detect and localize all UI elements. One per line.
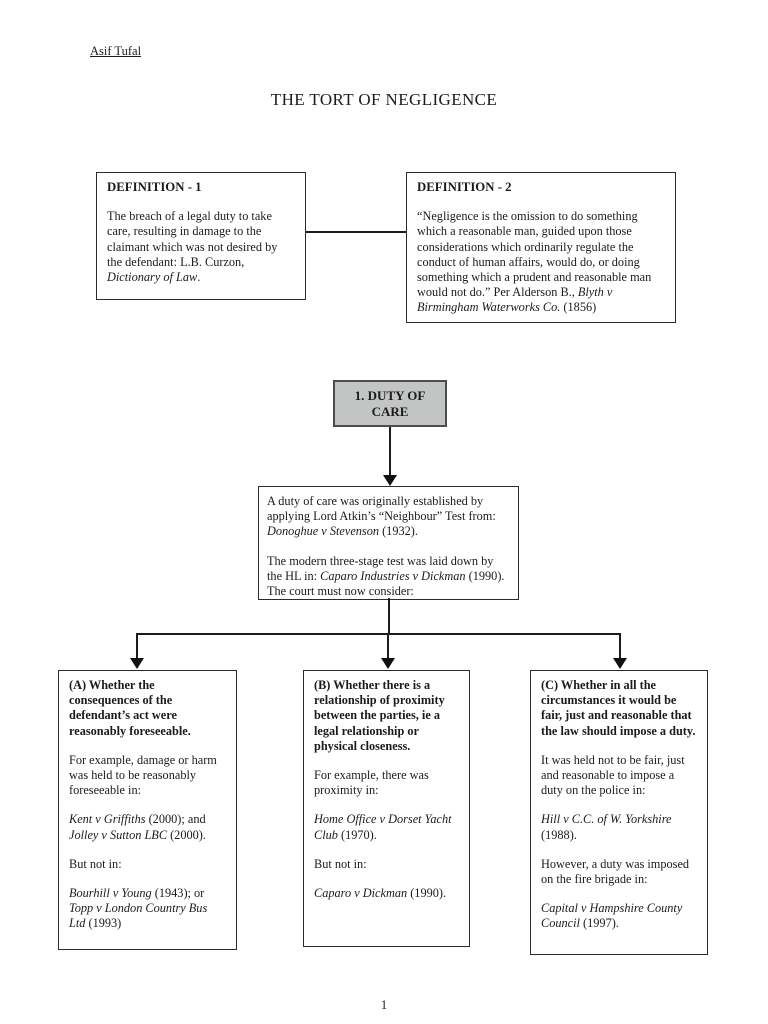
definition-1-heading: DEFINITION - 1	[107, 180, 202, 194]
duty-test-paragraph-2: The modern three-stage test was laid dow…	[267, 553, 505, 599]
author-name: Asif Tufal	[90, 44, 142, 58]
branch-a-paragraph-5: Bourhill v Young (1943); or Topp v Londo…	[69, 886, 208, 931]
branch-b-heading: (B) Whether there is a relationship of p…	[314, 678, 445, 753]
branch-horizontal-line	[137, 633, 621, 635]
branch-a-paragraph-3: Kent v Griffiths (2000); and Jolley v Su…	[69, 812, 206, 842]
branch-a-paragraph-4: But not in:	[69, 856, 122, 871]
branch-c-paragraph-3: Hill v C.C. of W. Yorkshire (1988).	[541, 812, 672, 842]
branch-c-paragraph-2: It was held not to be fair, just and rea…	[541, 752, 685, 798]
duty-of-care-node: 1. DUTY OF CARE	[333, 380, 447, 427]
arrow-stem-branch-c	[619, 633, 621, 659]
connector-def1-def2	[306, 231, 406, 233]
arrowhead-branch-a	[130, 658, 144, 669]
definition-1-box: DEFINITION - 1 The breach of a legal dut…	[96, 172, 306, 300]
arrow-stem-duty-to-test	[389, 427, 391, 476]
arrow-stem-branch-b	[387, 633, 389, 659]
arrowhead-branch-c	[613, 658, 627, 669]
branch-a-paragraph-2: For example, damage or harm was held to …	[69, 752, 217, 798]
branch-stem-center	[388, 598, 390, 634]
branch-b-paragraph-3: Home Office v Dorset Yacht Club (1970).	[314, 812, 452, 842]
branch-b-paragraph-4: But not in:	[314, 856, 367, 871]
branch-b-box: (B) Whether there is a relationship of p…	[303, 670, 470, 947]
branch-b-paragraph-2: For example, there was proximity in:	[314, 768, 429, 798]
arrowhead-branch-b	[381, 658, 395, 669]
branch-c-paragraph-5: Capital v Hampshire County Council (1997…	[541, 901, 683, 931]
branch-a-box: (A) Whether the consequences of the defe…	[58, 670, 237, 950]
duty-of-care-label-line2: CARE	[371, 403, 409, 419]
definition-1-text: The breach of a legal duty to take care,…	[107, 209, 278, 285]
branch-b-paragraph-5: Caparo v Dickman (1990).	[314, 886, 447, 901]
branch-c-paragraph-4: However, a duty was imposed on the fire …	[541, 856, 690, 887]
branch-c-box: (C) Whether in all the circumstances it …	[530, 670, 708, 955]
definition-2-text: “Negligence is the omission to do someth…	[417, 209, 652, 315]
duty-test-paragraph-1: A duty of care was originally establishe…	[267, 494, 496, 539]
definition-2-box: DEFINITION - 2 “Negligence is the omissi…	[406, 172, 676, 323]
page-number: 1	[380, 998, 388, 1012]
arrowhead-duty-to-test	[383, 475, 397, 486]
arrow-stem-branch-a	[136, 633, 138, 659]
branch-c-heading: (C) Whether in all the circumstances it …	[541, 678, 696, 738]
branch-a-heading: (A) Whether the consequences of the defe…	[69, 678, 191, 738]
definition-2-heading: DEFINITION - 2	[417, 180, 512, 194]
page-title: THE TORT OF NEGLIGENCE	[270, 90, 498, 109]
duty-test-box: A duty of care was originally establishe…	[258, 486, 519, 600]
duty-of-care-label-line1: 1. DUTY OF	[354, 387, 426, 403]
